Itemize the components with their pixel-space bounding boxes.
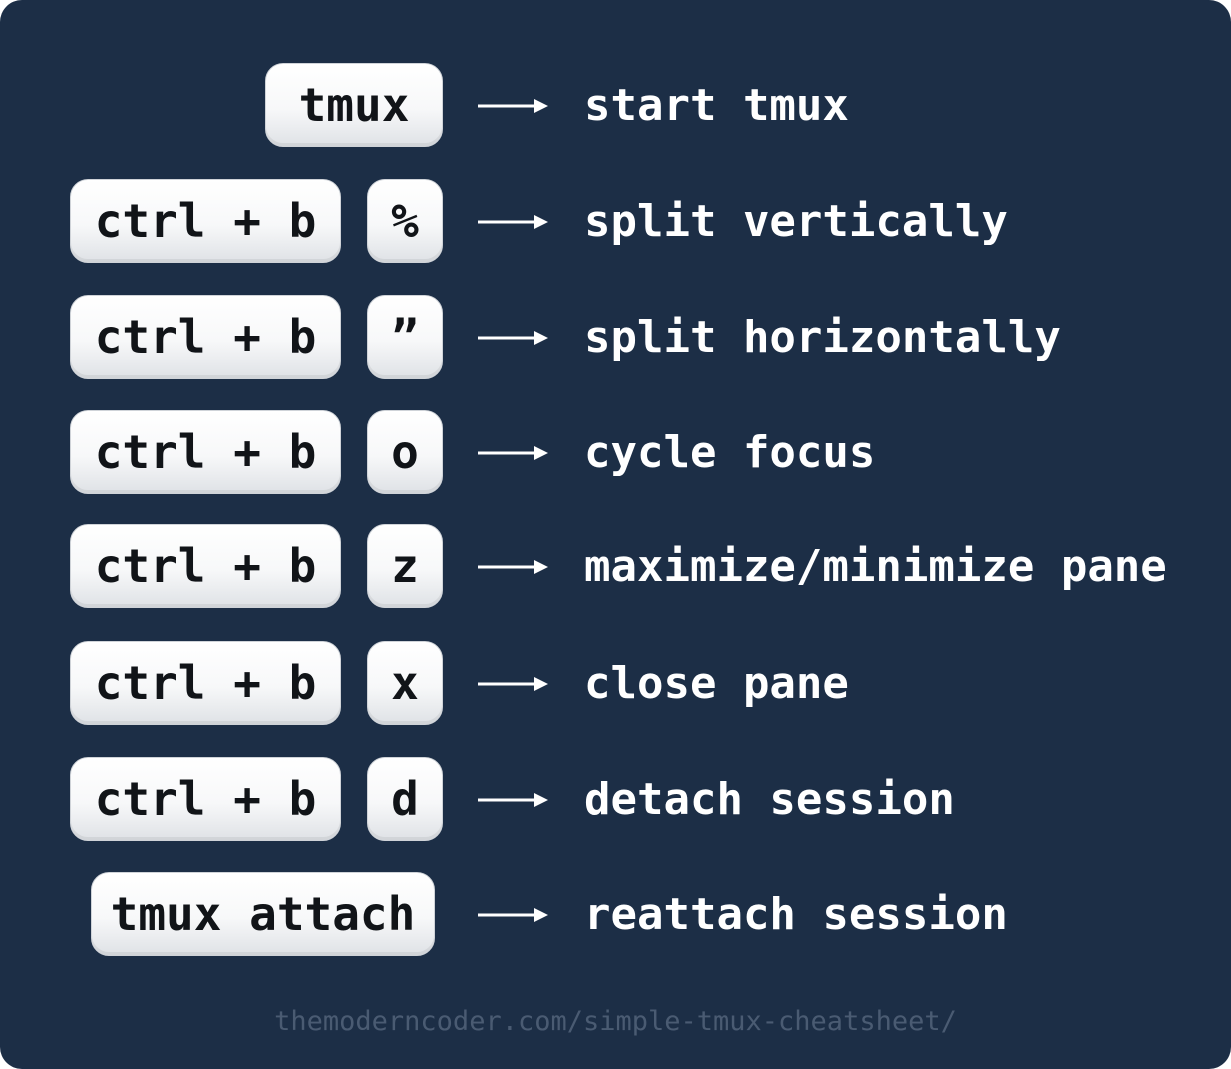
right-arrow-icon [478,560,548,574]
key-ctrl-b: ctrl + b [70,179,341,263]
right-arrow-icon [478,677,548,691]
key-o: o [367,410,443,494]
shortcut-row-reattach-session: tmux attach reattach session [0,872,1231,958]
description-cycle-focus: cycle focus [584,426,876,478]
right-arrow-icon [478,793,548,807]
right-arrow-icon [478,99,548,113]
key-tmux: tmux [265,63,443,147]
key-ctrl-b: ctrl + b [70,524,341,608]
right-arrow-icon [478,446,548,460]
shortcut-row-split-vertically: ctrl + b % split vertically [0,179,1231,265]
key-ctrl-b: ctrl + b [70,641,341,725]
description-close-pane: close pane [584,657,849,709]
key-ctrl-b: ctrl + b [70,757,341,841]
description-maximize-pane: maximize/minimize pane [584,540,1167,592]
description-start-tmux: start tmux [584,79,849,131]
description-reattach-session: reattach session [584,888,1008,940]
shortcut-row-start-tmux: tmux start tmux [0,63,1231,149]
shortcut-row-split-horizontally: ctrl + b ” split horizontally [0,295,1231,381]
right-arrow-icon [478,908,548,922]
shortcut-row-cycle-focus: ctrl + b o cycle focus [0,410,1231,496]
key-percent: % [367,179,443,263]
right-arrow-icon [478,215,548,229]
shortcut-row-maximize-pane: ctrl + b z maximize/minimize pane [0,524,1231,610]
key-x: x [367,641,443,725]
key-double-quote: ” [367,295,443,379]
description-split-horizontally: split horizontally [584,311,1061,363]
shortcut-row-close-pane: ctrl + b x close pane [0,641,1231,727]
key-d: d [367,757,443,841]
right-arrow-icon [478,331,548,345]
key-z: z [367,524,443,608]
source-url: themoderncoder.com/simple-tmux-cheatshee… [274,1006,957,1037]
description-split-vertically: split vertically [584,195,1008,247]
key-tmux-attach: tmux attach [91,872,435,956]
key-ctrl-b: ctrl + b [70,295,341,379]
shortcut-row-detach-session: ctrl + b d detach session [0,757,1231,843]
description-detach-session: detach session [584,773,955,825]
key-ctrl-b: ctrl + b [70,410,341,494]
